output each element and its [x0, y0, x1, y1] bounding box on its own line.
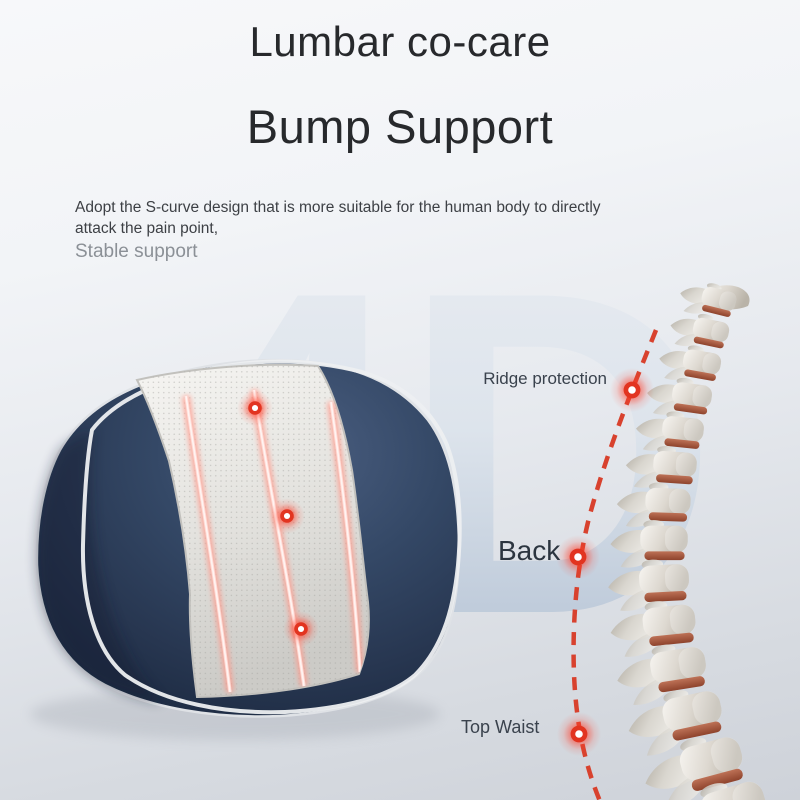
top-waist-label: Top Waist: [461, 717, 540, 737]
ridge-protection-label: Ridge protection: [483, 369, 607, 388]
pressure-point-dot: [237, 390, 273, 426]
page-title: Lumbar co-care: [249, 18, 551, 65]
description-text: Adopt the S-curve design that is more su…: [75, 199, 601, 237]
spine-graphic: [606, 276, 776, 800]
annotation-dot-top-waist: [556, 711, 602, 757]
page-subtitle: Bump Support: [246, 100, 554, 153]
cushion-piping: [80, 359, 462, 715]
cushion-center-panel: [135, 363, 370, 699]
annotation-dot-ridge: [609, 367, 655, 413]
annotation-dot-back: [555, 534, 601, 580]
pressure-point-dot: [269, 498, 305, 534]
stable-support-text: Stable support: [75, 241, 198, 262]
cushion-side-shading: [36, 430, 162, 703]
pressure-point-dot: [283, 611, 319, 647]
back-label: Back: [498, 535, 561, 566]
